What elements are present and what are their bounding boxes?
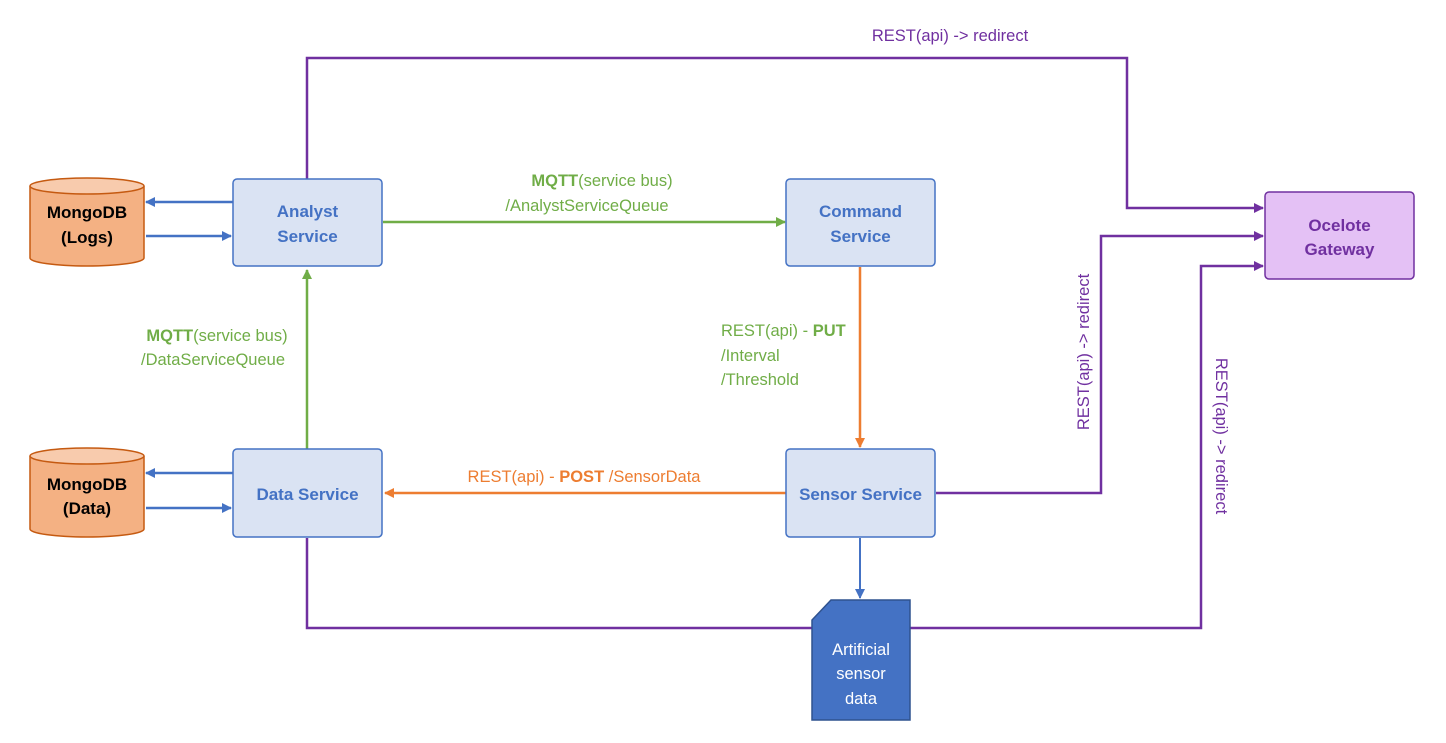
label-mqtt-data: MQTT(service bus) /DataServiceQueue (141, 327, 288, 369)
gateway-line1: Ocelote (1308, 216, 1370, 235)
rest-put-prefix: REST(api) - (721, 322, 813, 340)
rest-put-bold: PUT (813, 322, 846, 340)
gateway-line2: Gateway (1305, 240, 1375, 259)
command-service-line1: Command (819, 202, 902, 221)
mongodb-logs-line2: (Logs) (61, 228, 113, 247)
analyst-service-line1: Analyst (277, 202, 339, 221)
svg-text:REST(api) - PUT: REST(api) - PUT (721, 322, 846, 340)
edge-analyst-to-gateway (305, 56, 1264, 213)
label-top-redirect: REST(api) -> redirect (872, 27, 1029, 45)
data-service-node: Data Service (232, 448, 383, 538)
label-rest-put: REST(api) - PUT /Interval /Threshold (721, 322, 846, 389)
rest-post-bold: POST (559, 468, 604, 486)
mongodb-data-line2: (Data) (63, 499, 111, 518)
edge-sensor-to-gateway (936, 231, 1264, 495)
artificial-line1: Artificial (832, 641, 890, 659)
artificial-line3: data (845, 690, 878, 708)
label-artificial-redirect: REST(api) -> redirect (1212, 358, 1230, 515)
sensor-service-node: Sensor Service (785, 448, 936, 538)
mongodb-logs-node: MongoDB (Logs) (29, 177, 145, 267)
artificial-sensor-data-node: Artificial sensor data (811, 599, 911, 721)
svg-text:MQTT(service bus): MQTT(service bus) (531, 172, 672, 190)
mqtt-analyst-queue: /AnalystServiceQueue (505, 197, 668, 215)
mongodb-logs-line1: MongoDB (47, 203, 127, 222)
label-sensor-redirect: REST(api) -> redirect (1075, 273, 1093, 430)
mongodb-data-line1: MongoDB (47, 475, 127, 494)
rest-put-threshold: /Threshold (721, 371, 799, 389)
analyst-service-node: Analyst Service (232, 178, 383, 267)
mqtt-data-queue: /DataServiceQueue (141, 351, 285, 369)
mqtt-data-bold: MQTT (146, 327, 193, 345)
rest-put-interval: /Interval (721, 347, 780, 365)
mqtt-analyst-rest: (service bus) (578, 172, 672, 190)
command-service-node: Command Service (785, 178, 936, 267)
label-mqtt-analyst: MQTT(service bus) /AnalystServiceQueue (505, 172, 672, 215)
label-rest-post: REST(api) - POST /SensorData (468, 468, 702, 486)
artificial-line2: sensor (836, 665, 886, 683)
mqtt-data-rest: (service bus) (193, 327, 287, 345)
mqtt-analyst-bold: MQTT (531, 172, 578, 190)
mongodb-data-node: MongoDB (Data) (29, 447, 145, 538)
edge-data-artificial-to-gateway (305, 261, 1264, 630)
data-service-label: Data Service (256, 485, 358, 504)
sensor-service-label: Sensor Service (799, 485, 922, 504)
rest-post-suffix: /SensorData (604, 468, 701, 486)
rest-post-prefix: REST(api) - (468, 468, 560, 486)
command-service-line2: Service (830, 227, 891, 246)
analyst-service-line2: Service (277, 227, 338, 246)
ocelote-gateway-node: Ocelote Gateway (1264, 191, 1415, 280)
svg-text:MQTT(service bus): MQTT(service bus) (146, 327, 287, 345)
